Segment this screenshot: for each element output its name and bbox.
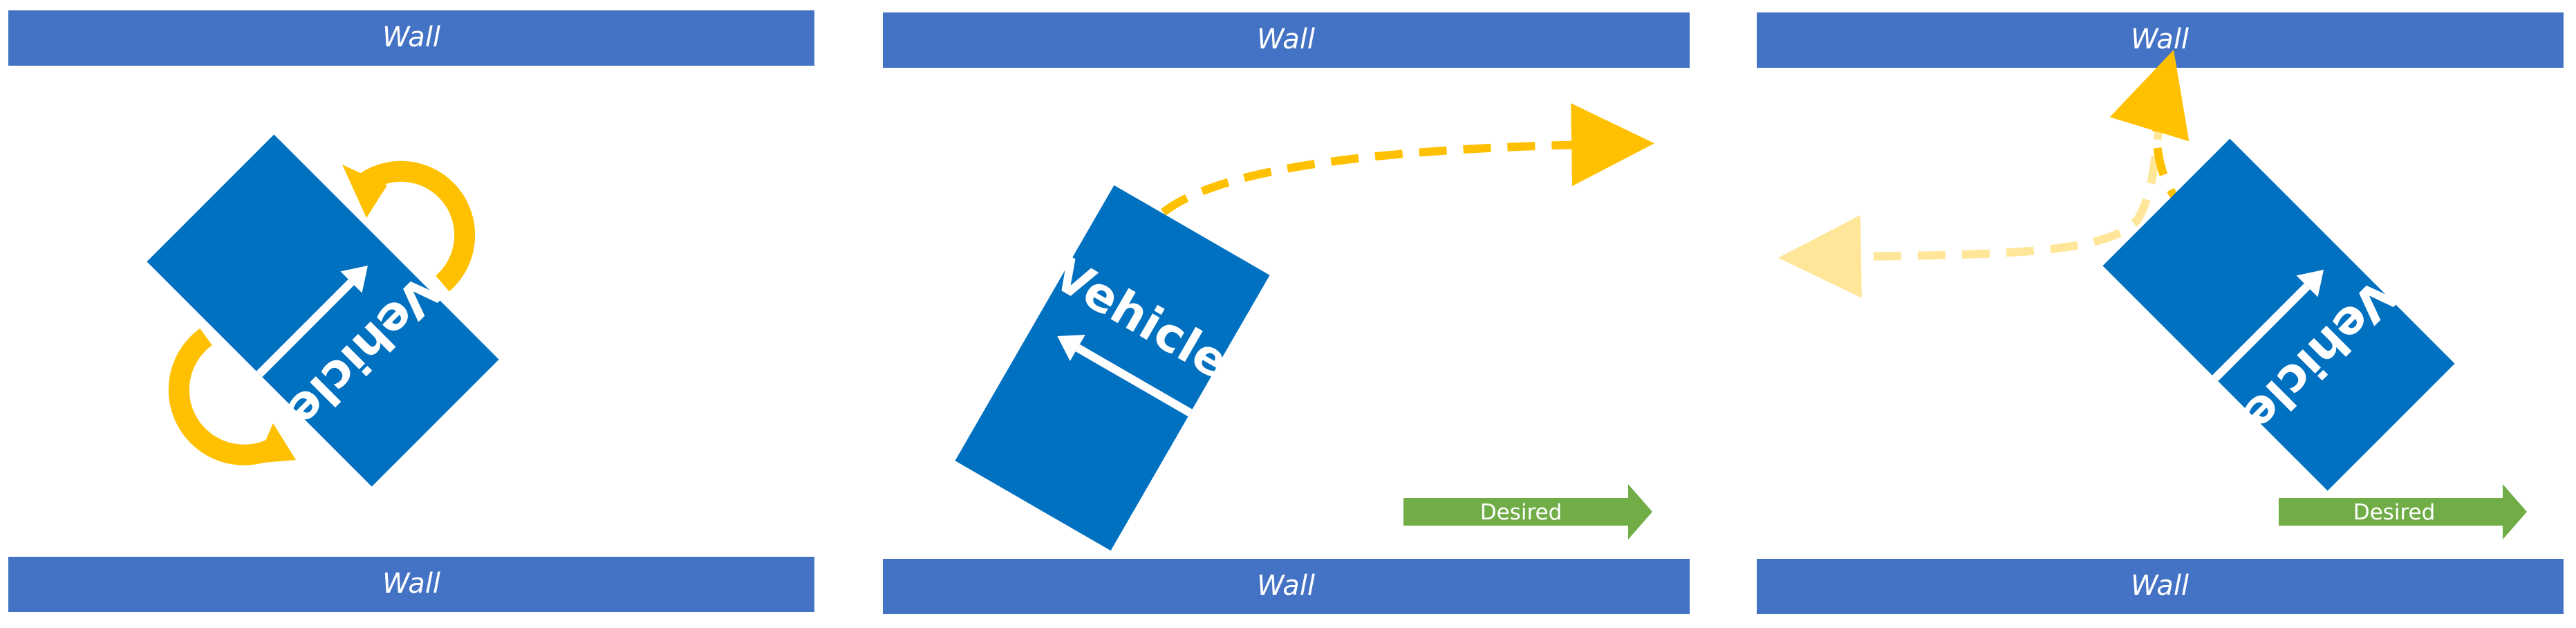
- vehicle: Vehicle: [2102, 138, 2455, 491]
- heading-arrow-icon: [1057, 334, 1085, 362]
- panel-1: Wall Wall Vehicle: [8, 10, 814, 612]
- heading-arrow-shaft: [256, 279, 355, 378]
- heading-arrow-icon: [340, 265, 368, 293]
- panel-3: Wall Wall Vehicle Desired: [1757, 12, 2564, 614]
- top-wall: [8, 10, 814, 66]
- rotation-arrows-icon: [168, 160, 476, 465]
- desired-label: Desired: [2353, 500, 2436, 525]
- vehicle: Vehicle: [147, 134, 499, 487]
- heading-arrow-icon: [2296, 269, 2324, 297]
- bottom-wall: [883, 559, 1690, 614]
- desired-arrow-shape: [2279, 484, 2527, 539]
- desired-label: Desired: [1480, 500, 1562, 525]
- desired-arrow-shape: [1403, 484, 1652, 539]
- trajectory-path: [1137, 103, 1654, 250]
- heading-arrow-shaft: [2212, 283, 2311, 382]
- panel-2: Wall Wall Vehicle Desired: [883, 12, 1690, 614]
- rotation-arrow-top-icon: [353, 160, 476, 292]
- bottom-wall: [8, 557, 814, 612]
- rotation-arrow-bottom-icon: [168, 328, 288, 465]
- bottom-wall-label: Wall: [2131, 570, 2189, 602]
- desired-arrow: Desired: [1403, 484, 1652, 539]
- bottom-wall-label: Wall: [1257, 570, 1315, 602]
- rotation-arrowhead-top-icon: [342, 165, 387, 218]
- faded-trajectory-path: [1778, 67, 2175, 298]
- rotation-arrowhead-bottom-icon: [256, 423, 296, 463]
- top-wall-label: Wall: [382, 21, 440, 53]
- top-wall-label: Wall: [2131, 24, 2189, 55]
- heading-arrow-shaft: [1075, 344, 1193, 417]
- top-wall: [883, 12, 1690, 68]
- desired-arrow: Desired: [2279, 484, 2527, 539]
- bottom-wall-label: Wall: [382, 568, 440, 600]
- vehicle: Vehicle: [955, 185, 1270, 551]
- top-wall-label: Wall: [1257, 24, 1315, 55]
- bottom-wall: [1757, 559, 2564, 614]
